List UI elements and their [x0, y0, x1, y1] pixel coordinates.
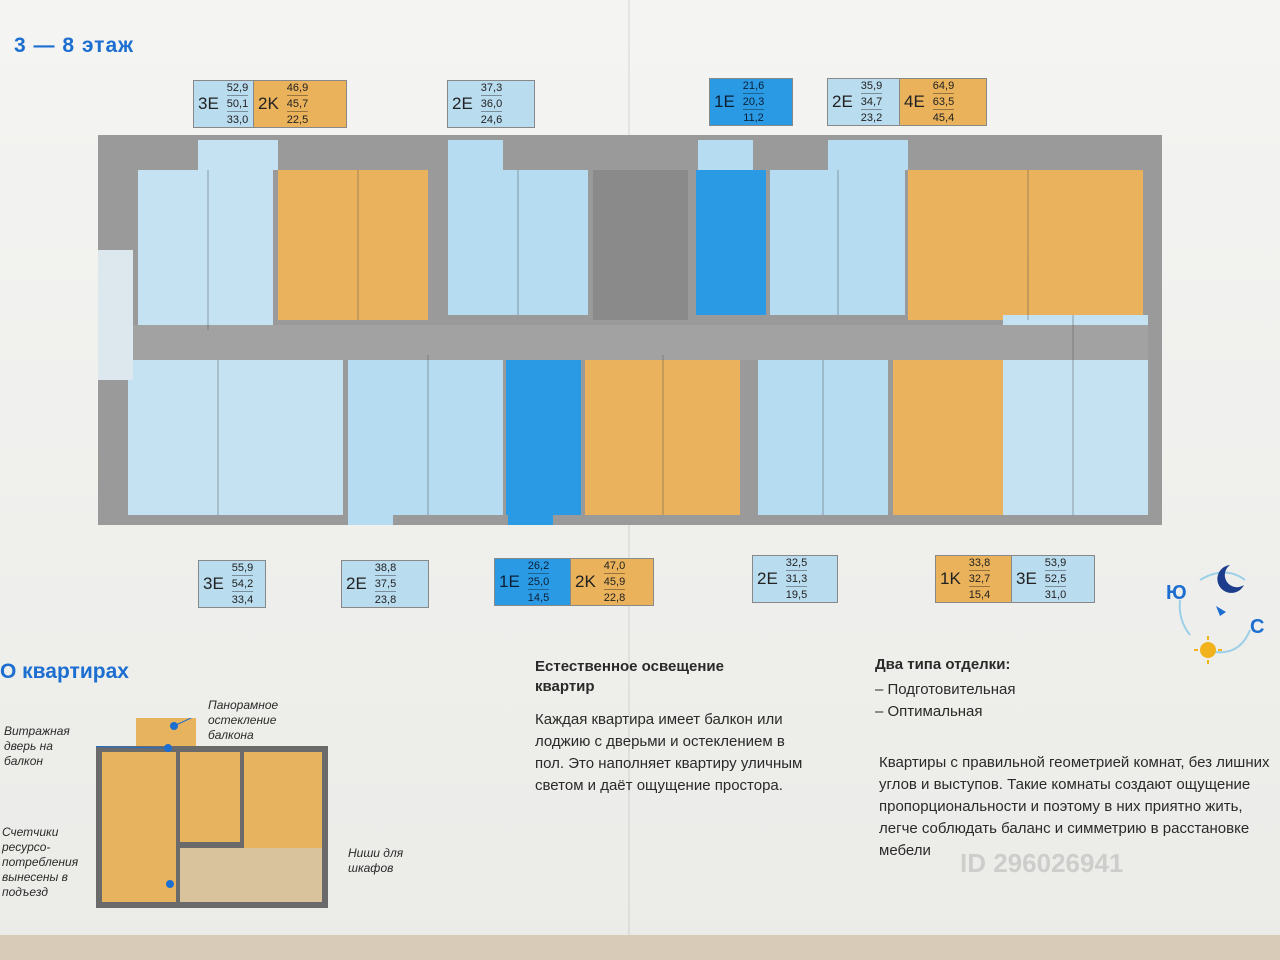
total-area: 52,9 — [226, 82, 249, 97]
compass-south-label: Ю — [1166, 582, 1187, 604]
room-area: 15,4 — [968, 588, 991, 601]
room-area: 45,4 — [932, 111, 955, 124]
living-area: 54,2 — [231, 577, 254, 592]
total-area: 64,9 — [932, 80, 955, 95]
total-area: 37,3 — [480, 82, 503, 97]
table-surface — [0, 935, 1280, 960]
living-area: 32,7 — [968, 572, 991, 587]
room-area: 31,0 — [1044, 588, 1067, 601]
total-area: 47,0 — [603, 560, 626, 575]
sample-apartment-plan — [96, 718, 328, 908]
room-area: 23,8 — [374, 593, 397, 606]
room-area: 22,5 — [286, 113, 309, 126]
living-area: 50,1 — [226, 97, 249, 112]
room-area: 33,0 — [226, 113, 249, 126]
apartment-code: 3E — [198, 94, 219, 113]
floor-plan — [98, 135, 1162, 525]
room-area: 22,8 — [603, 591, 626, 604]
room-area: 24,6 — [480, 113, 503, 126]
apartment-code: 2K — [575, 572, 596, 591]
sun-icon — [1200, 642, 1216, 658]
living-area: 52,5 — [1044, 572, 1067, 587]
total-area: 38,8 — [374, 562, 397, 577]
apartment-code: 3E — [1016, 569, 1037, 588]
moon-icon — [1217, 565, 1244, 593]
room-area: 23,2 — [860, 111, 883, 124]
compass-needle-icon — [1216, 606, 1226, 616]
total-area: 35,9 — [860, 80, 883, 95]
compass-north-label: С — [1250, 616, 1265, 638]
total-area: 46,9 — [286, 82, 309, 97]
apartment-code: 2E — [757, 569, 778, 588]
callout-stained-glass: Витражная дверь на балкон — [4, 724, 70, 768]
lighting-text: Каждая квартира имеет балкон или лоджию … — [535, 711, 803, 794]
finishing-title: Два типа отделки: — [875, 656, 1011, 673]
callout-panoramic: Панорамное остекление балкона — [208, 698, 279, 742]
apartment-code: 4E — [904, 92, 925, 111]
callout-niches: Ниши для шкафов — [348, 846, 404, 875]
room-area: 14,5 — [527, 591, 550, 604]
compass-diagram — [1178, 565, 1251, 664]
room-area: 11,2 — [743, 111, 764, 124]
apartment-code: 1E — [499, 572, 520, 591]
living-area: 45,9 — [603, 575, 626, 590]
living-area: 31,3 — [785, 572, 808, 587]
living-area: 20,3 — [742, 95, 765, 110]
living-area: 25,0 — [527, 575, 550, 590]
living-area: 45,7 — [286, 97, 309, 112]
total-area: 55,9 — [231, 562, 254, 577]
living-area: 37,5 — [374, 577, 397, 592]
apartment-code: 2E — [346, 574, 367, 593]
living-area: 34,7 — [860, 95, 883, 110]
room-area: 33,4 — [231, 593, 254, 606]
total-area: 26,2 — [527, 560, 550, 575]
floor-title: 3 — 8 этаж — [14, 34, 135, 57]
apartment-code: 1E — [714, 92, 735, 111]
total-area: 33,8 — [968, 557, 991, 572]
total-area: 53,9 — [1044, 557, 1067, 572]
apartment-code: 2E — [832, 92, 853, 111]
finishing-item: – Оптимальная — [875, 703, 983, 720]
apartment-code: 2K — [258, 94, 279, 113]
apartment-code: 2E — [452, 94, 473, 113]
apartment-code: 3E — [203, 574, 224, 593]
finishing-item: – Подготовительная — [875, 681, 1016, 698]
room-area: 19,5 — [785, 588, 808, 601]
watermark: ID 296026941 — [960, 848, 1124, 878]
total-area: 21,6 — [742, 80, 765, 95]
living-area: 63,5 — [932, 95, 955, 110]
about-title: О квартирах — [0, 660, 129, 683]
callout-meters: Счетчики ресурсо-потребления вынесены в … — [2, 825, 79, 899]
apartment-code: 1K — [940, 569, 961, 588]
lighting-title: Естественное освещение квартир — [535, 658, 724, 695]
finishing-text: Квартиры с правильной геометрией комнат,… — [879, 754, 1270, 859]
living-area: 36,0 — [480, 97, 503, 112]
total-area: 32,5 — [785, 557, 808, 572]
